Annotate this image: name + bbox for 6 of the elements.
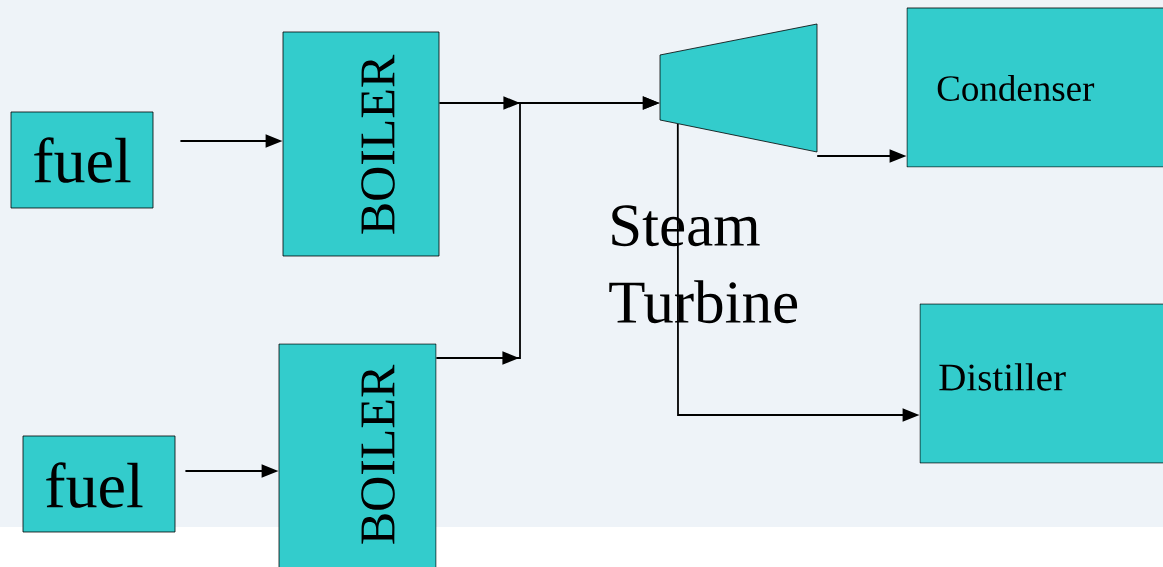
boiler-box: BOILER (278, 343, 437, 567)
condenser-box: Condenser (906, 7, 1163, 168)
boiler-box: BOILER (282, 31, 440, 257)
distiller-box: Distiller (919, 303, 1163, 464)
fuel-box: fuel (10, 111, 154, 209)
fuel-box: fuel (22, 435, 176, 533)
